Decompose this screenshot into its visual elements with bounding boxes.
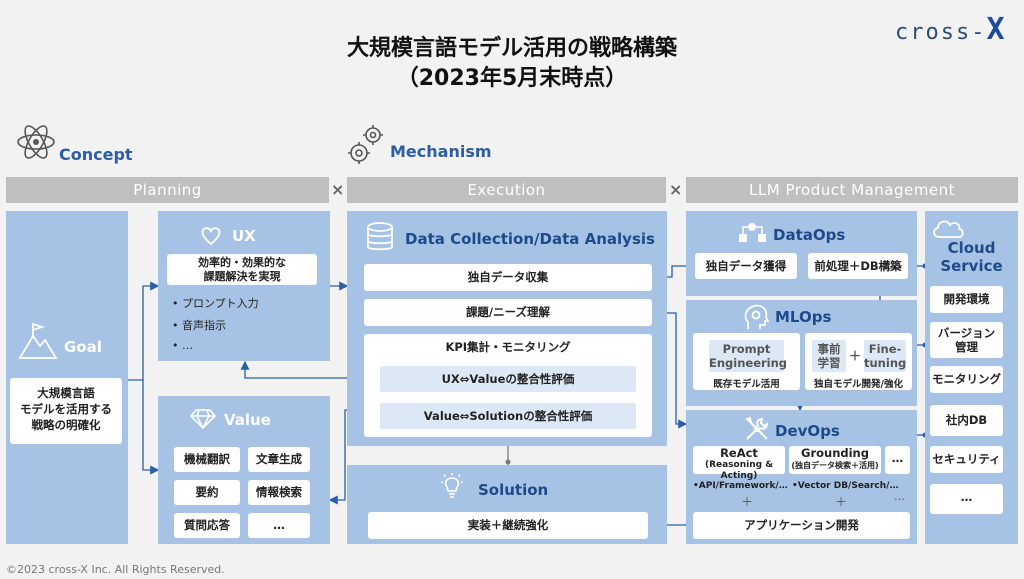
mlops-label: MLOps: [775, 308, 832, 326]
grounding-box: Grounding (独自データ検索＋活用): [789, 446, 881, 474]
goal-label: Goal: [64, 338, 102, 356]
ux-box-line-2: 課題解決を実現: [203, 270, 281, 283]
ux-label: UX: [232, 227, 256, 245]
cloud-label-2: Service: [940, 257, 1003, 275]
devops-dots: …: [894, 490, 905, 503]
ux-item-2: • 音声指示: [172, 319, 226, 332]
goal-text-3: 戦略の明確化: [31, 418, 101, 432]
ux-item-3: • …: [172, 339, 193, 352]
times-sign-2: ×: [669, 180, 683, 199]
planning-bar: Planning: [6, 177, 329, 203]
cloud-item-security: セキュリティ: [930, 446, 1003, 473]
data-collection-label: Data Collection/Data Analysis: [405, 230, 655, 248]
goal-text-2: モデルを活用する: [20, 402, 112, 416]
value-cell-4: 情報検索: [248, 480, 310, 505]
tools-icon: [744, 416, 770, 442]
lightbulb-icon: [438, 472, 466, 500]
devops-more-box: …: [885, 446, 910, 474]
app-development-box: アプリケーション開発: [693, 512, 910, 539]
execution-bar: Execution: [347, 177, 666, 203]
cloud-item-monitoring: モニタリング: [930, 366, 1003, 393]
logo-mark: X: [986, 12, 1007, 47]
collect-box: 独自データ収集: [364, 264, 652, 291]
pretrain-line-2: 学習: [817, 356, 841, 370]
ux-box-line-1: 効率的・効果的な: [198, 256, 286, 269]
devops-label: DevOps: [775, 422, 840, 440]
cloud-icon: [931, 217, 965, 239]
pretraining-chip: 事前 学習: [812, 340, 846, 372]
finetuning-chip: Fine- tuning: [864, 340, 906, 372]
heart-icon: [200, 226, 222, 246]
cloud-item-internal-db: 社内DB: [930, 405, 1003, 436]
ft-line-2: tuning: [864, 356, 907, 370]
pe-caption: 既存モデル活用: [713, 379, 780, 390]
value-label: Value: [224, 411, 271, 429]
value-cell-5: 質問応答: [174, 513, 240, 538]
copyright: ©2023 cross-X Inc. All Rights Reserved.: [6, 563, 225, 576]
cloud-item-version: バージョン 管理: [930, 322, 1003, 358]
ft-line-1: Fine-: [868, 342, 902, 356]
vector-db-text: •Vector DB/Search/…: [792, 481, 899, 491]
value-cell-2: 文章生成: [248, 447, 310, 472]
react-title: ReAct: [720, 446, 758, 460]
pe-line-2: Engineering: [709, 356, 788, 370]
concept-heading: Concept: [59, 145, 133, 164]
llm-bar: LLM Product Management: [686, 177, 1018, 203]
brand-logo: cross-X: [895, 12, 1007, 47]
dataops-acquire: 独自データ獲得: [695, 253, 797, 279]
react-box: ReAct (Reasoning & Acting): [693, 446, 785, 481]
ft-caption: 独自モデル開発/強化: [814, 379, 903, 390]
dataops-label: DataOps: [773, 226, 846, 244]
dataops-preprocess: 前処理＋DB構築: [808, 253, 908, 279]
mountain-flag-icon: [18, 322, 58, 360]
page-subtitle: （2023年5月末時点）: [396, 66, 628, 91]
gears-icon: [347, 123, 387, 165]
plus-sign-dev-2: ＋: [835, 495, 848, 509]
value-cell-1: 機械翻訳: [174, 447, 240, 472]
diamond-icon: [190, 409, 216, 429]
brain-head-icon: [742, 303, 770, 331]
ux-panel: [158, 211, 330, 361]
data-flow-icon: [738, 222, 768, 244]
database-icon: [366, 222, 394, 252]
ux-goal-box: 効率的・効果的な 課題解決を実現: [167, 254, 317, 285]
pretrain-line-1: 事前: [817, 342, 841, 356]
solution-label: Solution: [478, 481, 549, 499]
eval-value-solution: Value⇔Solutionの整合性評価: [380, 403, 636, 429]
plus-sign-dev-1: ＋: [741, 495, 754, 509]
goal-column: [6, 211, 128, 544]
page-title: 大規模言語モデル活用の戦略構築: [346, 36, 677, 61]
solution-box: 実装＋継続強化: [368, 512, 648, 539]
react-sub: (Reasoning & Acting): [704, 460, 774, 481]
needs-box: 課題/ニーズ理解: [364, 299, 652, 326]
goal-text-1: 大規模言語: [37, 386, 95, 400]
logo-text: cross-: [895, 20, 987, 45]
cloud-item-more: …: [930, 484, 1003, 514]
kpi-title: KPI集計・モニタリング: [445, 340, 571, 354]
times-sign-1: ×: [331, 180, 345, 199]
cloud-item-dev-env: 開発環境: [930, 286, 1003, 313]
ux-item-1: • プロンプト入力: [172, 297, 259, 310]
pe-line-1: Prompt: [722, 342, 771, 356]
atom-icon: [16, 123, 56, 161]
goal-box: 大規模言語 モデルを活用する 戦略の明確化: [10, 378, 122, 444]
cloud-label-1: Cloud: [947, 239, 996, 257]
value-cell-3: 要約: [174, 480, 240, 505]
grounding-sub: (独自データ検索＋活用): [791, 461, 879, 470]
api-framework-text: •API/Framework/…: [693, 481, 788, 491]
prompt-engineering-chip: Prompt Engineering: [709, 340, 788, 372]
grounding-title: Grounding: [801, 446, 869, 460]
mechanism-heading: Mechanism: [390, 142, 492, 161]
value-cell-6: …: [248, 513, 310, 538]
plus-sign-ml: ＋: [849, 349, 862, 363]
eval-ux-value: UX⇔Valueの整合性評価: [380, 366, 636, 392]
